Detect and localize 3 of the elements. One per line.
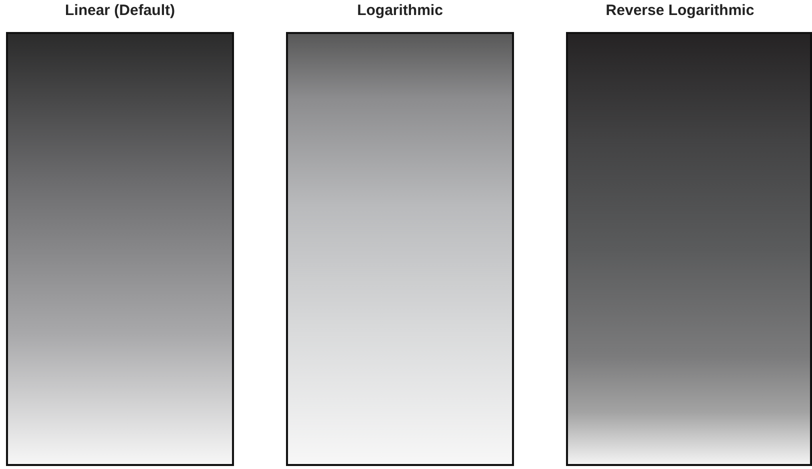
panel-title: Logarithmic bbox=[356, 2, 444, 19]
panel-title: Reverse Logarithmic bbox=[604, 2, 756, 19]
panel-title: Linear (Default) bbox=[64, 2, 176, 19]
